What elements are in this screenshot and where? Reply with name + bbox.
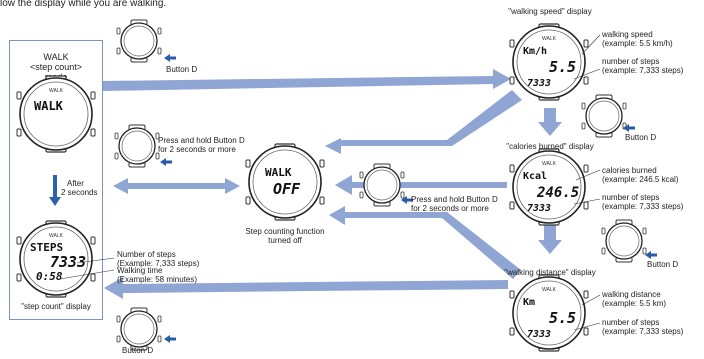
walking-speed-caption: "walking speed" display — [508, 7, 592, 16]
watch-distance-line3: 7333 — [527, 329, 551, 340]
press-hold-right-line1: Press and hold Button D — [411, 195, 498, 204]
distance-caption: "walking distance" display — [504, 268, 596, 277]
button-d-label-bottom: Button D — [122, 346, 154, 355]
off-caption-line2: turned off — [268, 236, 302, 245]
button-d-pointer-bottom — [164, 335, 176, 343]
distance-label2-example: (example: 7,333 steps) — [602, 327, 684, 336]
step-count-time-example: (Example: 58 minutes) — [117, 275, 198, 284]
button-d-label-distance: Button D — [647, 260, 679, 269]
button-d-watch-press-left — [114, 124, 160, 168]
watch-off: WALK OFF — [245, 143, 325, 221]
watch-walk-mode: WALK WALK — [16, 75, 96, 153]
press-hold-right-line2: for 2 seconds or more — [411, 204, 489, 213]
flow-arrows — [103, 69, 562, 299]
button-d-pointer-arrows — [160, 54, 657, 343]
watch-distance: WALK Km 5.5 7333 — [509, 274, 589, 352]
watch-calories-line2: 246.5 — [536, 185, 579, 201]
arrow-distance-to-off — [329, 206, 521, 279]
watch-off-line1: WALK — [265, 166, 292, 179]
button-d-label-speed: Button D — [625, 133, 657, 142]
walking-speed-label2-example: (example: 7,333 steps) — [602, 66, 684, 75]
walk-mode-panel — [9, 40, 103, 320]
button-d-pointer-top — [164, 54, 176, 62]
button-d-pointer-press-right — [401, 196, 413, 204]
watch-brand-label: WALK — [542, 36, 557, 42]
step-count-steps-example: (Example: 7,333 steps) — [117, 259, 200, 268]
watch-brand-label: WALK — [542, 287, 557, 293]
button-d-watch-speed — [581, 94, 627, 138]
calories-caption: "calories burned" display — [506, 142, 594, 151]
watch-step-line3: 0:58 — [36, 270, 63, 283]
calories-label1: calories burned — [602, 166, 657, 175]
walking-speed-label1-example: (example: 5.5 km/h) — [602, 39, 673, 48]
button-d-pointer-distance — [645, 251, 657, 259]
button-d-watch-top — [116, 19, 162, 63]
arrow-calories-to-off — [335, 175, 507, 195]
watch-step-count: WALK STEPS 7333 0:58 — [16, 220, 96, 298]
step-count-time-label: Walking time — [117, 266, 163, 275]
watch-walking-speed: WALK Km/h 5.5 7333 — [509, 23, 589, 101]
arrow-speed-to-calories — [538, 108, 562, 136]
button-d-label-top: Button D — [166, 65, 198, 74]
watch-speed-line2: 5.5 — [549, 58, 576, 76]
after-value: 2 seconds — [61, 188, 98, 197]
arrow-distance-to-step-count — [104, 277, 508, 299]
watch-off-line2: OFF — [273, 180, 301, 198]
calories-label2: number of steps — [602, 193, 660, 202]
watch-calories: WALK Kcal 246.5 7333 — [509, 148, 589, 226]
arrow-to-walking-speed — [103, 69, 511, 91]
button-d-watch-distance — [601, 219, 647, 263]
distance-label2: number of steps — [602, 318, 660, 327]
calories-label1-example: (example: 246.5 kcal) — [602, 175, 679, 184]
calories-label2-example: (example: 7,333 steps) — [602, 202, 684, 211]
watch-calories-line3: 7333 — [527, 203, 551, 214]
off-caption-line1: Step counting function — [245, 227, 325, 236]
watch-distance-line1: Km — [523, 297, 535, 308]
walking-speed-label2: number of steps — [602, 57, 660, 66]
step-count-caption: "step count" display — [21, 302, 91, 311]
watch-walk-line1: WALK — [34, 99, 64, 113]
watch-speed-line3: 7333 — [527, 78, 551, 89]
watch-brand-label: WALK — [49, 233, 64, 239]
watch-step-line2: 7333 — [50, 253, 86, 271]
arrow-speed-to-off — [325, 90, 522, 154]
button-d-watch-press-right — [359, 163, 405, 207]
watch-step-line1: STEPS — [30, 241, 63, 254]
watch-speed-line1: Km/h — [523, 46, 547, 57]
press-hold-left-line1: Press and hold Button D — [158, 136, 245, 145]
watch-calories-line1: Kcal — [523, 171, 547, 182]
button-d-watch-bottom — [116, 307, 162, 351]
leader-lines — [59, 34, 601, 331]
mode-panel-subtitle: <step count> — [29, 62, 83, 72]
button-d-pointer-press-left — [160, 158, 172, 166]
arrow-calories-to-distance — [538, 223, 562, 254]
press-hold-left-line2: for 2 seconds or more — [158, 145, 236, 154]
watch-brand-label: WALK — [49, 88, 64, 94]
watch-distance-line2: 5.5 — [549, 309, 576, 327]
arrow-step-count-off-double — [113, 178, 240, 194]
watch-brand-label: WALK — [542, 161, 557, 167]
distance-label1: walking distance — [602, 290, 661, 299]
walking-speed-label1: walking speed — [602, 30, 653, 39]
distance-label1-example: (example: 5.5 km) — [602, 299, 667, 308]
step-count-steps-label: Number of steps — [117, 250, 176, 259]
button-d-pointer-speed — [623, 124, 635, 132]
mode-down-arrow — [49, 175, 61, 206]
mode-panel-title: WALK — [43, 52, 69, 62]
after-label: After — [67, 179, 84, 188]
header-text: low the display while you are walking. — [0, 0, 167, 9]
